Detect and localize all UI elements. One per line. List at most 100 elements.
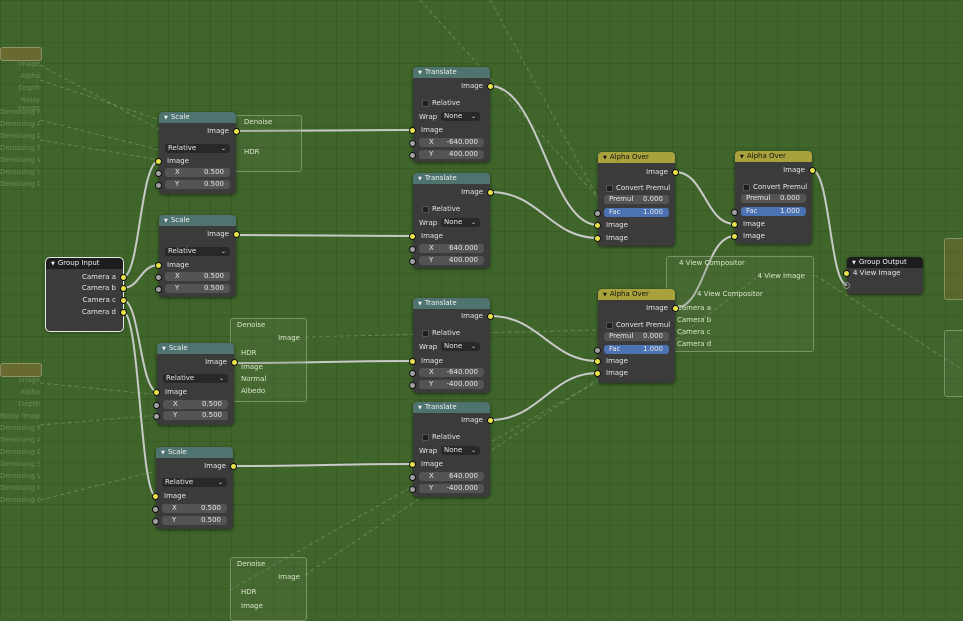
image-socket-icon[interactable] [731,233,738,240]
wrap-dropdown[interactable]: None⌄ [441,342,480,351]
y-field[interactable]: Y-400.000 [409,484,484,493]
image-socket-icon[interactable] [120,309,127,316]
image-socket-icon[interactable] [233,231,240,238]
image-socket-icon[interactable] [155,158,162,165]
collapse-arrow-icon[interactable]: ▼ [164,218,168,224]
value-socket-icon[interactable] [409,474,416,481]
image-socket-icon[interactable] [487,189,494,196]
empty-socket-icon[interactable] [843,282,850,289]
collapse-arrow-icon[interactable]: ▼ [740,154,744,160]
value-socket-icon[interactable] [409,152,416,159]
relative-checkbox-row[interactable]: Relative [413,98,490,108]
image-socket-icon[interactable] [731,221,738,228]
image-socket-icon[interactable] [594,222,601,229]
image-socket-icon[interactable] [843,270,850,277]
image-socket-icon[interactable] [594,358,601,365]
image-socket-icon[interactable] [409,461,416,468]
image-socket-icon[interactable] [409,127,416,134]
image-socket-icon[interactable] [231,359,238,366]
image-socket-icon[interactable] [152,493,159,500]
collapse-arrow-icon[interactable]: ▼ [418,405,422,411]
image-socket-icon[interactable] [233,128,240,135]
relative-checkbox-row[interactable]: Relative [413,204,490,214]
convert-premul-checkbox[interactable] [606,185,613,192]
relative-checkbox[interactable] [422,206,429,213]
image-socket-icon[interactable] [409,358,416,365]
collapse-arrow-icon[interactable]: ▼ [418,176,422,182]
relative-checkbox-row[interactable]: Relative [413,328,490,338]
image-socket-icon[interactable] [487,83,494,90]
convert-premul-checkbox[interactable] [743,184,750,191]
image-socket-icon[interactable] [155,262,162,269]
value-socket-icon[interactable] [155,286,162,293]
relative-checkbox-row[interactable]: Relative [413,432,490,442]
value-socket-icon[interactable] [155,182,162,189]
image-socket-icon[interactable] [594,370,601,377]
image-socket-icon[interactable] [672,305,679,312]
image-socket-icon[interactable] [120,274,127,281]
relative-checkbox[interactable] [422,100,429,107]
x-field[interactable]: X-640.000 [409,138,484,147]
value-socket-icon[interactable] [409,246,416,253]
value-socket-icon[interactable] [152,518,159,525]
value-socket-icon[interactable] [409,258,416,265]
value-socket-icon[interactable] [153,413,160,420]
image-socket-icon[interactable] [809,167,816,174]
image-socket-icon[interactable] [230,463,237,470]
collapse-arrow-icon[interactable]: ▼ [603,155,607,161]
value-socket-icon[interactable] [153,402,160,409]
image-socket-icon[interactable] [672,169,679,176]
wrap-dropdown[interactable]: None⌄ [441,112,480,121]
value-socket-icon[interactable] [155,170,162,177]
value-socket-icon[interactable] [409,370,416,377]
space-dropdown[interactable]: Relative⌄ [163,374,228,383]
collapse-arrow-icon[interactable]: ▼ [852,260,856,266]
collapse-arrow-icon[interactable]: ▼ [161,450,165,456]
value-socket-icon[interactable] [409,486,416,493]
image-socket-icon[interactable] [487,417,494,424]
group-input-node[interactable]: ▼Group Input Camera a Camera b Camera c … [45,257,127,332]
value-socket-icon[interactable] [155,274,162,281]
image-socket-icon[interactable] [120,285,127,292]
value-socket-icon[interactable] [409,382,416,389]
x-field[interactable]: X-640.000 [409,368,484,377]
convert-premul-row[interactable]: Convert Premul [598,320,675,330]
image-socket-icon[interactable] [487,313,494,320]
group-output-node[interactable]: ▼Group Output 4 View Image [843,257,923,294]
value-socket-icon[interactable] [594,347,601,354]
relative-checkbox[interactable] [422,330,429,337]
collapse-arrow-icon[interactable]: ▼ [51,261,55,267]
y-field[interactable]: Y-400.000 [409,380,484,389]
value-socket-icon[interactable] [409,140,416,147]
value-socket-icon[interactable] [594,210,601,217]
collapse-arrow-icon[interactable]: ▼ [162,346,166,352]
space-dropdown[interactable]: Relative⌄ [162,478,227,487]
collapse-arrow-icon[interactable]: ▼ [164,115,168,121]
value-socket-icon[interactable] [152,506,159,513]
